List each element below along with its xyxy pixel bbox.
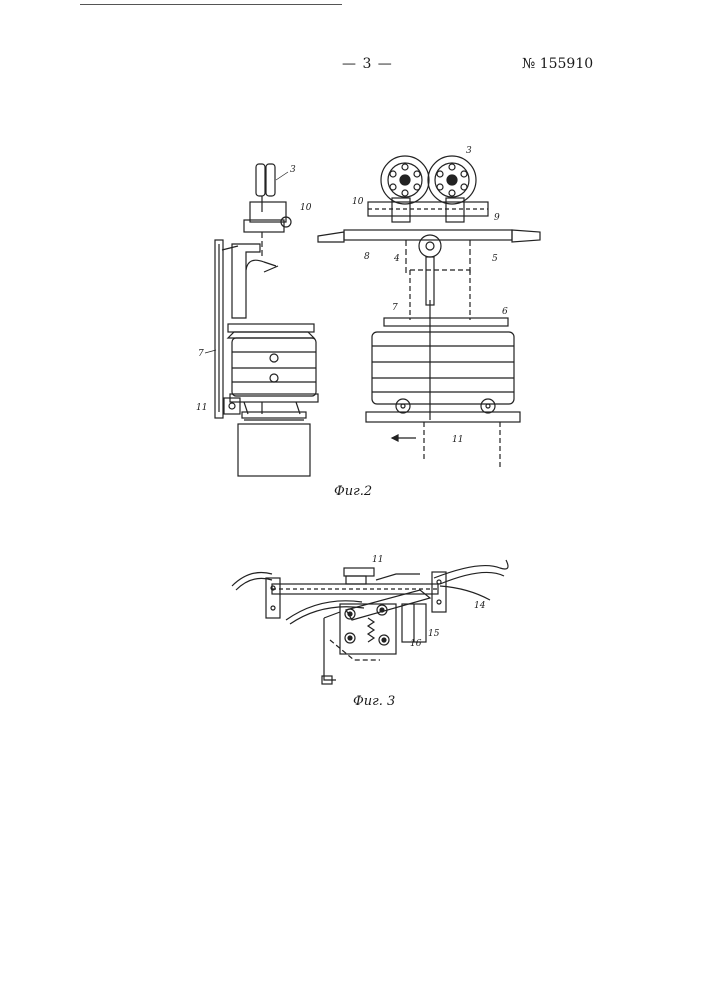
label-10-left: 10 xyxy=(300,203,312,213)
label-3-right: 3 xyxy=(466,146,472,156)
label-11-left: 11 xyxy=(196,403,207,413)
label-10-right: 10 xyxy=(352,197,364,207)
label-16: 16 xyxy=(410,639,422,649)
label-11-fig3: 11 xyxy=(372,555,383,565)
label-14: 14 xyxy=(474,601,486,611)
label-15: 15 xyxy=(428,629,440,639)
label-9: 9 xyxy=(494,213,500,223)
label-5: 5 xyxy=(492,254,498,264)
label-4: 4 xyxy=(393,254,400,264)
fig3-caption: Фиг. 3 xyxy=(353,694,395,709)
label-6: 6 xyxy=(502,307,508,317)
label-3-left: 3 xyxy=(290,165,296,175)
fig2-caption: Фиг.2 xyxy=(334,484,372,499)
label-8: 8 xyxy=(364,252,370,262)
label-7-left: 7 xyxy=(198,349,204,359)
label-11-right: 11 xyxy=(452,435,463,445)
label-7-right: 7 xyxy=(392,303,398,313)
fig3-mechanism xyxy=(232,560,508,684)
